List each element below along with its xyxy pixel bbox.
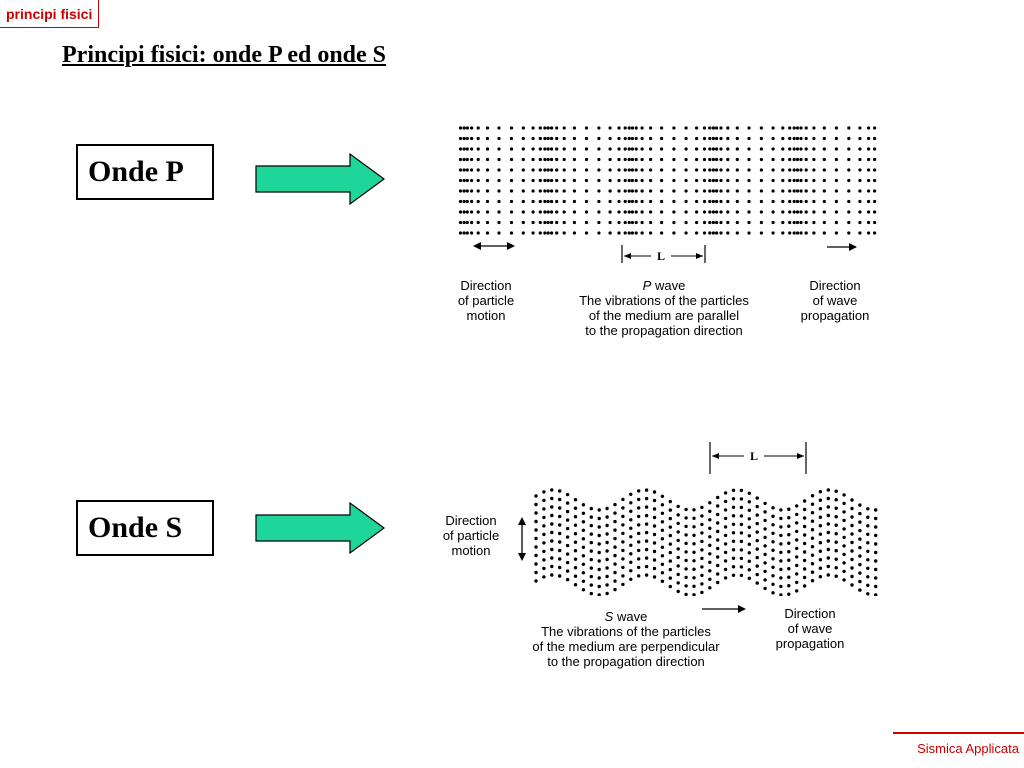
footer-course-name: Sismica Applicata	[917, 741, 1019, 756]
slide-title: Principi fisici: onde P ed onde S	[62, 42, 387, 68]
p-particle-motion-label: Direction of particle motion	[457, 278, 515, 323]
s-propagation-label: Direction of wave propagation	[775, 606, 845, 651]
s-wave-arrow-icon	[255, 501, 386, 555]
onde-p-box: Onde P	[76, 144, 214, 200]
s-wavelength-label: L	[750, 449, 758, 463]
p-propagation-label: Direction of wave propagation	[800, 278, 870, 323]
p-wavelength-label: L	[657, 249, 665, 263]
p-wave-arrow-icon	[255, 152, 386, 206]
s-propagation-direction-arrow-icon	[702, 605, 746, 613]
footer-divider	[893, 732, 1024, 734]
p-propagation-arrow-icon	[827, 243, 857, 251]
particle-motion-arrow-icon	[473, 242, 515, 250]
s-wave-caption: S wave The vibrations of the particles o…	[532, 609, 720, 669]
p-wave-particle-diagram: L	[458, 126, 877, 263]
s-wave-particle-diagram: L	[534, 442, 878, 596]
p-wave-caption: P wave The vibrations of the particles o…	[579, 278, 749, 338]
onde-s-box: Onde S	[76, 500, 214, 556]
s-particle-motion-label: Direction of particle motion	[442, 513, 500, 558]
p-wavelength-marker: L	[621, 245, 706, 263]
s-particle-motion-arrow-icon	[518, 517, 526, 561]
s-wavelength-marker: L	[709, 442, 807, 474]
section-tag: principi fisici	[0, 0, 100, 28]
